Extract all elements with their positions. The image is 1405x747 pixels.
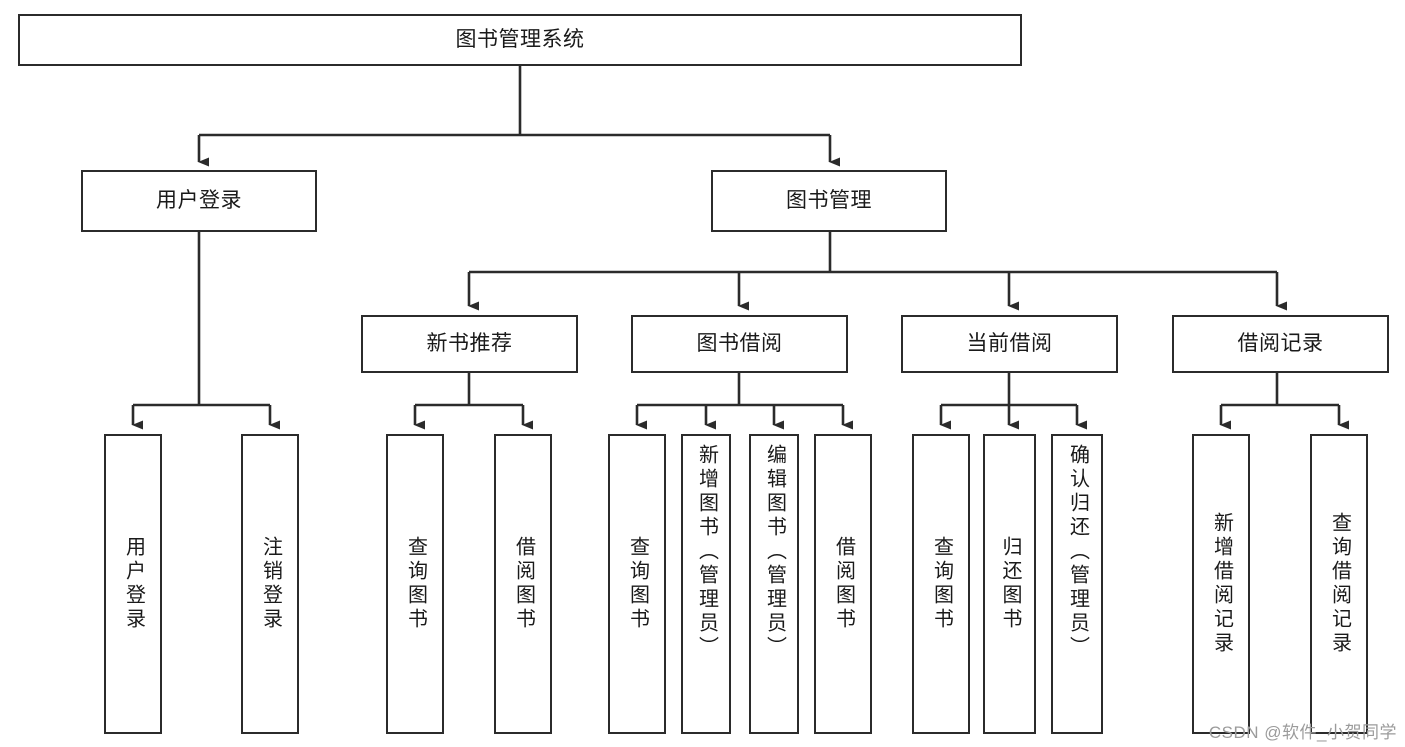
node-leaf-borrow-book-recommend[interactable]: 借阅图书 xyxy=(494,434,552,734)
node-root-system-label: 图书管理系统 xyxy=(455,28,585,52)
node-book-borrow[interactable]: 图书借阅 xyxy=(631,315,848,373)
node-leaf-confirm-return-admin-label: 确认归还（管理员） xyxy=(1066,444,1089,660)
node-borrow-records[interactable]: 借阅记录 xyxy=(1172,315,1389,373)
node-leaf-query-book-recommend-label: 查询图书 xyxy=(404,536,427,632)
node-leaf-logout[interactable]: 注销登录 xyxy=(241,434,299,734)
node-borrow-records-label: 借阅记录 xyxy=(1237,332,1324,356)
node-book-borrow-label: 图书借阅 xyxy=(696,332,783,356)
node-leaf-logout-label: 注销登录 xyxy=(259,536,282,632)
node-leaf-query-book[interactable]: 查询图书 xyxy=(608,434,666,734)
node-leaf-return-book[interactable]: 归还图书 xyxy=(983,434,1036,734)
node-leaf-add-borrow-record[interactable]: 新增借阅记录 xyxy=(1192,434,1250,734)
node-book-management[interactable]: 图书管理 xyxy=(711,170,947,232)
node-root-system[interactable]: 图书管理系统 xyxy=(18,14,1022,66)
node-leaf-edit-book-admin[interactable]: 编辑图书（管理员） xyxy=(749,434,799,734)
node-leaf-query-book-label: 查询图书 xyxy=(626,536,649,632)
node-leaf-return-book-label: 归还图书 xyxy=(999,536,1021,632)
node-leaf-confirm-return-admin[interactable]: 确认归还（管理员） xyxy=(1051,434,1103,734)
node-leaf-query-book-current-label: 查询图书 xyxy=(930,536,953,632)
node-leaf-add-borrow-record-label: 新增借阅记录 xyxy=(1210,512,1233,656)
node-leaf-borrow-book-label: 借阅图书 xyxy=(832,536,855,632)
node-leaf-query-book-current[interactable]: 查询图书 xyxy=(912,434,970,734)
watermark: CSDN @软件_小贺同学 xyxy=(1208,723,1397,742)
node-leaf-borrow-book[interactable]: 借阅图书 xyxy=(814,434,872,734)
node-leaf-user-login-label: 用户登录 xyxy=(122,536,145,632)
node-leaf-query-borrow-record[interactable]: 查询借阅记录 xyxy=(1310,434,1368,734)
node-leaf-add-book-admin[interactable]: 新增图书（管理员） xyxy=(681,434,731,734)
node-current-borrow[interactable]: 当前借阅 xyxy=(901,315,1118,373)
node-new-book-recommend[interactable]: 新书推荐 xyxy=(361,315,578,373)
node-user-login[interactable]: 用户登录 xyxy=(81,170,317,232)
node-leaf-user-login[interactable]: 用户登录 xyxy=(104,434,162,734)
node-user-login-label: 用户登录 xyxy=(156,189,242,213)
node-current-borrow-label: 当前借阅 xyxy=(966,332,1053,356)
node-leaf-query-book-recommend[interactable]: 查询图书 xyxy=(386,434,444,734)
node-leaf-borrow-book-recommend-label: 借阅图书 xyxy=(512,536,535,632)
node-book-management-label: 图书管理 xyxy=(786,189,872,213)
node-new-book-recommend-label: 新书推荐 xyxy=(426,332,513,356)
node-leaf-edit-book-admin-label: 编辑图书（管理员） xyxy=(763,444,786,660)
node-leaf-add-book-admin-label: 新增图书（管理员） xyxy=(695,444,718,660)
node-leaf-query-borrow-record-label: 查询借阅记录 xyxy=(1328,512,1351,656)
